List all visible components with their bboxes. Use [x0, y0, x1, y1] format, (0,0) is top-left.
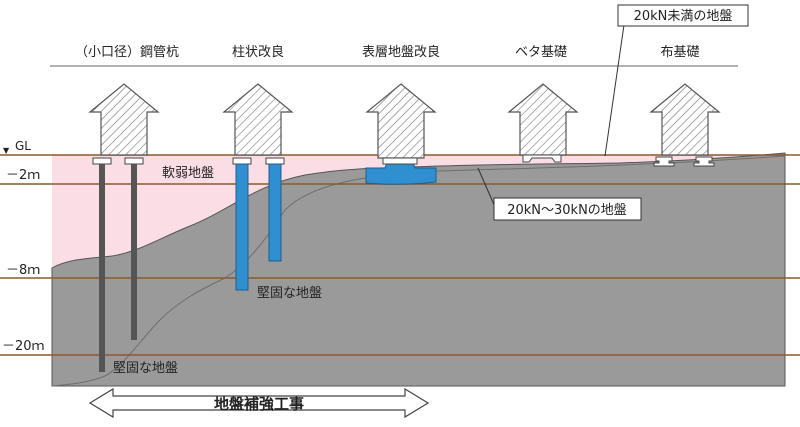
house-arrow-icon	[507, 83, 579, 156]
method-label-mat-foundation: ベタ基礎	[515, 45, 567, 60]
house-arrow-icon	[88, 83, 160, 156]
depth-label-gl: GL	[15, 139, 31, 153]
gl-marker-icon: ▼	[3, 146, 10, 155]
callout-box-range	[493, 197, 642, 221]
callout-range-text: 20kN～30kNの地盤	[507, 203, 627, 218]
method-label-steel-pile: （小口径）鋼管杭	[75, 45, 179, 60]
soft-ground-label: 軟弱地盤	[162, 165, 214, 181]
depth-label-20m: －20ｍ	[2, 339, 45, 354]
method-label-surface-improvement: 表層地盤改良	[362, 44, 440, 60]
callout-under20-text: 20kN未満の地盤	[634, 9, 733, 24]
reinforcement-banner-text: 地盤補強工事	[214, 395, 304, 413]
soil-improvement-column	[235, 163, 249, 291]
callout-box-under20	[617, 4, 749, 27]
method-label-strip-foundation: 布基礎	[660, 45, 699, 60]
firm-ground-label-deep: 堅固な地盤	[113, 361, 178, 376]
steel-pile	[131, 164, 137, 340]
house-arrow-icon	[649, 83, 721, 156]
strip-foundation	[653, 156, 715, 167]
steel-pile	[99, 164, 105, 372]
house-arrow-icon	[365, 83, 437, 159]
depth-label-2m: －2ｍ	[6, 168, 40, 183]
house-arrow-icon	[222, 83, 294, 156]
mat-foundation-slab	[522, 154, 562, 163]
callout-leader-range	[477, 167, 496, 208]
method-label-column-improvement: 柱状改良	[232, 44, 284, 60]
firm-ground-label-mid: 堅固な地盤	[257, 286, 322, 301]
surface-footing	[382, 157, 418, 165]
soil-improvement-column	[268, 163, 282, 262]
depth-label-8m: －8ｍ	[6, 263, 40, 278]
double-arrow-icon	[88, 387, 430, 419]
callout-leader-under20	[604, 17, 626, 157]
